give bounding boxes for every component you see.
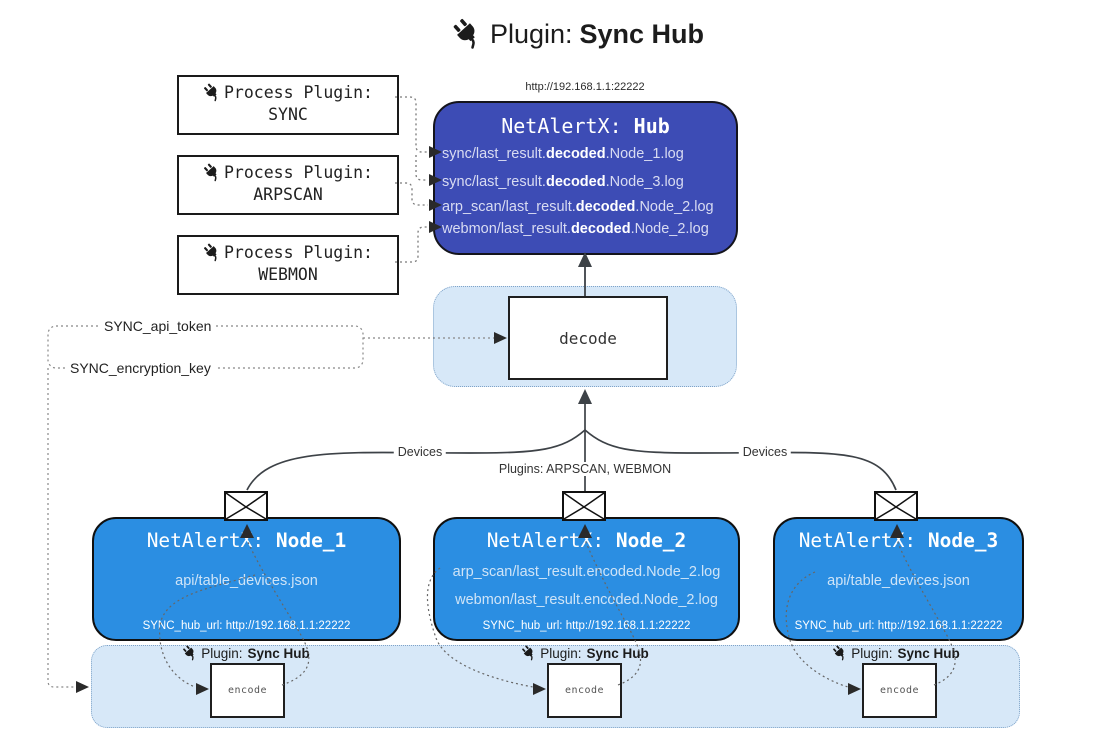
encoder-label: Plugin:Sync Hub bbox=[182, 645, 310, 661]
edge-sync-to-log2 bbox=[415, 155, 428, 181]
node-file: api/table_devices.json bbox=[827, 573, 970, 589]
encode-box: encode bbox=[547, 663, 622, 718]
process-plugin-name: ARPSCAN bbox=[253, 185, 323, 204]
node-hub-url: SYNC_hub_url: http://192.168.1.1:22222 bbox=[482, 620, 691, 632]
node-file: arp_scan/last_result.encoded.Node_2.log bbox=[452, 564, 721, 580]
arrowhead-band bbox=[76, 681, 89, 693]
arrowhead-decode-bottom bbox=[578, 389, 592, 404]
edge-node3-to-decode bbox=[584, 429, 897, 491]
hub-log-line: webmon/last_result.decoded.Node_2.log bbox=[442, 221, 709, 237]
envelope-icon bbox=[224, 491, 268, 521]
process-plugin-label: Process Plugin: bbox=[223, 83, 373, 102]
node-title: NetAlertX: Node_2 bbox=[486, 529, 687, 552]
sync-api-token-label: SYNC_api_token bbox=[100, 318, 216, 334]
sync-encryption-key-label: SYNC_encryption_key bbox=[66, 360, 215, 376]
title-name: Sync Hub bbox=[579, 18, 705, 49]
encoder-label: Plugin:Sync Hub bbox=[521, 645, 649, 661]
page-title: Plugin: Sync Hub bbox=[452, 18, 704, 50]
hub-url-label: http://192.168.1.1:22222 bbox=[525, 81, 645, 93]
hub-title: NetAlertX: Hub bbox=[435, 114, 736, 138]
devices-label-right: Devices bbox=[738, 445, 792, 459]
node-file: api/table_devices.json bbox=[175, 573, 318, 589]
hub-log-line: arp_scan/last_result.decoded.Node_2.log bbox=[442, 199, 714, 215]
process-plugin-name: WEBMON bbox=[258, 265, 318, 284]
hub-title-prefix: NetAlertX: bbox=[501, 114, 622, 138]
hub-log-line: sync/last_result.decoded.Node_1.log bbox=[442, 146, 684, 162]
envelope-icon bbox=[562, 491, 606, 521]
hub-log-line: sync/last_result.decoded.Node_3.log bbox=[442, 174, 684, 190]
hub-box: NetAlertX: Hub sync/last_result.decoded.… bbox=[433, 101, 738, 255]
plug-icon bbox=[183, 645, 194, 661]
devices-label-left: Devices bbox=[393, 445, 447, 459]
node-hub-url: SYNC_hub_url: http://192.168.1.1:22222 bbox=[794, 620, 1003, 632]
encode-box: encode bbox=[862, 663, 937, 718]
hub-title-name: Hub bbox=[633, 114, 670, 138]
edge-sync-to-log1 bbox=[395, 96, 428, 153]
encode-box: encode bbox=[210, 663, 285, 718]
process-plugin-webmon: Process Plugin: WEBMON bbox=[177, 235, 399, 295]
plug-icon bbox=[833, 645, 844, 661]
edge-tokens-to-band bbox=[47, 368, 76, 688]
process-plugin-label: Process Plugin: bbox=[223, 163, 373, 182]
encoder-label: Plugin:Sync Hub bbox=[832, 645, 960, 661]
plug-icon bbox=[203, 243, 217, 262]
envelope-icon bbox=[874, 491, 918, 521]
plug-icon bbox=[203, 83, 217, 102]
process-plugin-arpscan: Process Plugin: ARPSCAN bbox=[177, 155, 399, 215]
plug-icon bbox=[203, 163, 217, 182]
plug-icon bbox=[453, 18, 475, 49]
node-hub-url: SYNC_hub_url: http://192.168.1.1:22222 bbox=[142, 620, 351, 632]
edge-node1-to-decode bbox=[246, 429, 586, 491]
node-title: NetAlertX: Node_3 bbox=[798, 529, 999, 552]
node-1-box: NetAlertX: Node_1 api/table_devices.json… bbox=[92, 517, 401, 641]
node-file: webmon/last_result.encoded.Node_2.log bbox=[455, 592, 718, 608]
edge-webmon-to-log4 bbox=[395, 226, 428, 263]
node-2-box: NetAlertX: Node_2 arp_scan/last_result.e… bbox=[433, 517, 740, 641]
title-prefix: Plugin: bbox=[489, 18, 573, 49]
node-title: NetAlertX: Node_1 bbox=[146, 529, 347, 552]
process-plugin-label: Process Plugin: bbox=[223, 243, 373, 262]
edge-arpscan-to-log3 bbox=[395, 182, 428, 206]
plug-icon bbox=[522, 645, 533, 661]
decode-box: decode bbox=[508, 296, 668, 380]
plugins-label-mid: Plugins: ARPSCAN, WEBMON bbox=[494, 462, 676, 476]
process-plugin-name: SYNC bbox=[268, 105, 308, 124]
process-plugin-sync: Process Plugin: SYNC bbox=[177, 75, 399, 135]
node-3-box: NetAlertX: Node_3 api/table_devices.json… bbox=[773, 517, 1024, 641]
